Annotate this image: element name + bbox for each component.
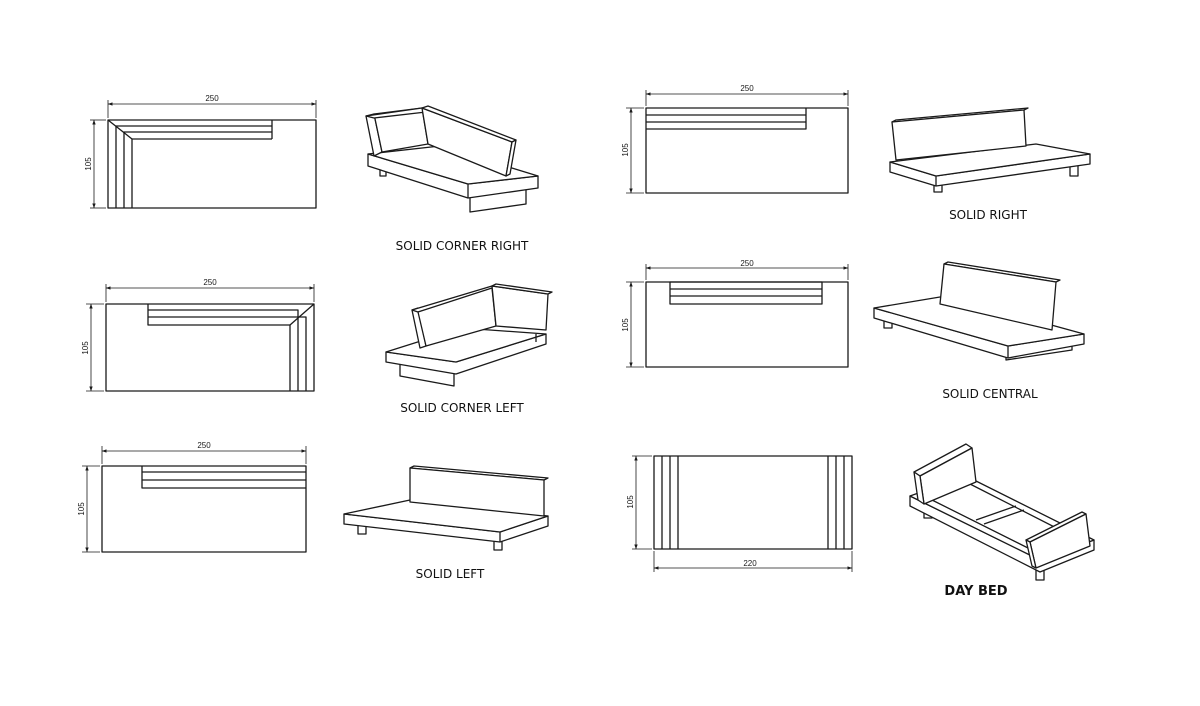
module-solid-corner-left: 250 105 SOLID CORNER LEFT <box>81 278 553 415</box>
width-dimension: 250 <box>205 94 219 103</box>
iso-view-day-bed <box>909 443 1095 581</box>
plan-view-solid-corner-right: 250 105 <box>84 94 317 209</box>
caption-solid-corner-left: SOLID CORNER LEFT <box>400 401 524 415</box>
depth-dimension: 105 <box>621 143 630 157</box>
caption-solid-left: SOLID LEFT <box>416 567 485 581</box>
plan-view-solid-central: 250 105 <box>621 259 849 368</box>
depth-dimension: 105 <box>84 157 93 171</box>
caption-day-bed: DAY BED <box>944 584 1007 599</box>
width-dimension: 250 <box>197 441 211 450</box>
caption-solid-corner-right: SOLID CORNER RIGHT <box>396 239 529 253</box>
width-dimension: 250 <box>203 278 217 287</box>
caption-solid-right: SOLID RIGHT <box>949 208 1028 222</box>
iso-view-solid-central <box>873 261 1085 361</box>
module-solid-left: 250 105 SOLID LEFT <box>77 441 549 581</box>
iso-view-solid-right <box>889 107 1091 193</box>
module-solid-right: 250 105 SOLID RIGHT <box>621 84 1091 222</box>
module-solid-corner-right: 250 105 SOLID CORNER RIGHT <box>84 94 539 253</box>
depth-dimension: 105 <box>626 495 635 509</box>
depth-dimension: 105 <box>81 341 90 355</box>
iso-view-solid-corner-left <box>385 283 553 387</box>
width-dimension: 250 <box>740 259 754 268</box>
plan-view-solid-right: 250 105 <box>621 84 849 194</box>
module-solid-central: 250 105 SOLID CENTRAL <box>621 259 1085 401</box>
width-dimension: 250 <box>740 84 754 93</box>
iso-view-solid-corner-right <box>365 105 539 213</box>
width-dimension: 220 <box>743 559 757 568</box>
plan-view-day-bed: 220 105 <box>626 455 853 572</box>
caption-solid-central: SOLID CENTRAL <box>942 387 1038 401</box>
iso-view-solid-left <box>343 465 549 551</box>
module-day-bed: 220 105 DAY BED <box>626 443 1095 599</box>
plan-view-solid-corner-left: 250 105 <box>81 278 315 392</box>
depth-dimension: 105 <box>77 502 86 516</box>
plan-view-solid-left: 250 105 <box>77 441 307 553</box>
depth-dimension: 105 <box>621 318 630 332</box>
